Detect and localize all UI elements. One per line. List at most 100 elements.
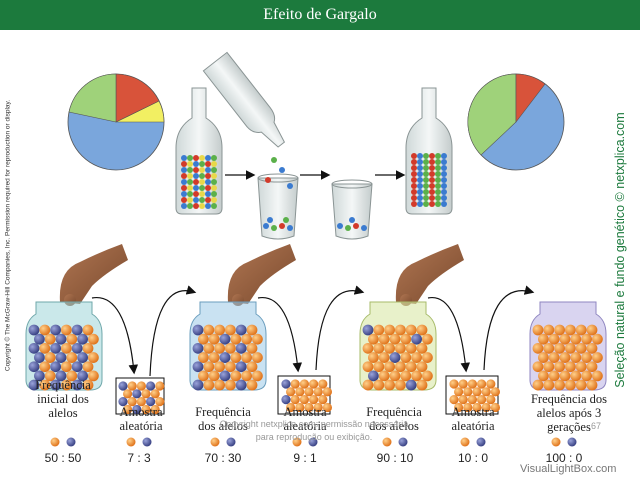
marble (417, 171, 423, 177)
allele-ball (44, 352, 56, 363)
marble (193, 167, 199, 173)
allele-ball (225, 361, 236, 373)
allele-ball (389, 352, 401, 363)
allele-ball (235, 379, 247, 391)
allele-ball (241, 352, 253, 363)
allele-ball (88, 352, 99, 363)
allele-ball (565, 324, 576, 336)
allele-ball (416, 324, 428, 336)
allele-ball (373, 324, 385, 336)
allele-ball (225, 324, 236, 336)
allele-ball (44, 333, 56, 345)
allele-ball (449, 379, 459, 389)
marble (181, 197, 187, 203)
allele-ball (570, 352, 582, 363)
allele-ball (559, 370, 571, 382)
marble (181, 191, 187, 197)
ratio-label: 10 : 0 (457, 451, 489, 465)
stage-label: Amostra aleatória (283, 405, 327, 433)
marble (187, 203, 193, 209)
beaker-icon (257, 173, 299, 240)
stage-label: Frequência dos alelos após 3 gerações (530, 392, 608, 434)
marble (429, 165, 435, 171)
marble (211, 161, 217, 167)
allele-ball (61, 342, 72, 354)
allele-ball (219, 333, 231, 345)
marble (417, 159, 423, 165)
allele-ball (192, 361, 204, 373)
allele-ball (198, 333, 209, 345)
marble (199, 197, 205, 203)
allele-ball (592, 352, 603, 363)
page-title: Efeito de Gargalo (0, 0, 640, 30)
allele-ball (192, 342, 204, 354)
blue-allele-dot (142, 437, 152, 447)
allele-ball (77, 370, 88, 382)
marble (429, 159, 435, 165)
marble (199, 161, 205, 167)
allele-ball (543, 379, 555, 391)
allele-ball (575, 342, 587, 354)
allele-ball (368, 333, 379, 345)
allele-ball (230, 352, 242, 363)
allele-ball (246, 342, 258, 354)
allele-ball (362, 379, 374, 391)
allele-ball (405, 361, 417, 373)
allele-ball (449, 395, 459, 405)
allele-ball (554, 379, 565, 391)
allele-ball (554, 342, 565, 354)
marble (181, 155, 187, 161)
marble (353, 223, 359, 229)
marble (211, 203, 217, 209)
allele-ball (554, 361, 565, 373)
marble (423, 177, 429, 183)
allele-ball (150, 389, 160, 399)
allele-ball (538, 333, 549, 345)
allele-ball (141, 389, 151, 399)
marble (435, 201, 441, 207)
allele-ball (486, 395, 496, 405)
marble (187, 167, 193, 173)
allele-ball (481, 387, 491, 397)
marble (193, 197, 199, 203)
allele-ball (34, 352, 45, 363)
marble (211, 185, 217, 191)
marble (423, 183, 429, 189)
allele-ball (538, 352, 549, 363)
allele-ball (477, 395, 487, 405)
allele-ball (252, 352, 263, 363)
allele-ball (592, 370, 603, 382)
allele-ball (467, 395, 477, 405)
allele-ball (458, 379, 468, 389)
bottle-icon (405, 87, 453, 215)
bottleneck-illustration (25, 51, 607, 447)
allele-ball (241, 333, 253, 345)
marble (441, 165, 447, 171)
allele-ball (454, 402, 464, 413)
allele-ball (50, 379, 61, 391)
allele-ball (548, 370, 560, 382)
allele-ball (411, 370, 422, 382)
marble (199, 155, 205, 161)
blue-allele-dot (476, 437, 486, 447)
allele-ball (246, 361, 258, 373)
allele-ball (123, 389, 133, 399)
allele-ball (214, 379, 226, 391)
allele-ball (548, 333, 560, 345)
allele-ball (575, 379, 587, 391)
allele-ball (400, 333, 412, 345)
allele-ball (50, 342, 61, 354)
blue-allele-dot (567, 437, 577, 447)
allele-ball (118, 397, 128, 407)
curved-arrow (149, 285, 197, 377)
marble (441, 159, 447, 165)
allele-ball (481, 402, 491, 413)
page-number: 67 (591, 421, 602, 431)
allele-ball (82, 379, 94, 391)
curved-arrow (91, 297, 139, 375)
allele-ball (467, 379, 477, 389)
stage-label: Frequência inicial dos alelos (35, 378, 91, 420)
ratio-label: 90 : 10 (376, 451, 414, 465)
allele-ball (400, 370, 412, 382)
allele-ball (322, 387, 332, 397)
